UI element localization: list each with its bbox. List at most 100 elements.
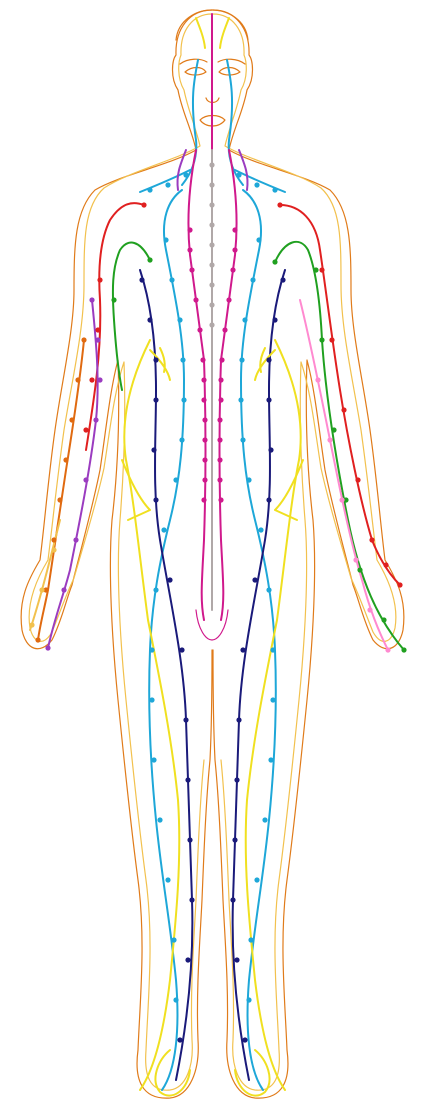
spleen-point [153,497,158,502]
stomach-point [254,877,259,882]
spleen-point [266,397,271,402]
spleen-point [153,397,158,402]
kidney-point [232,227,237,232]
stomach-point [248,937,253,942]
large-intestine-point [63,457,68,462]
kidney-point [217,457,222,462]
lung-point [83,427,88,432]
kidney-point [201,377,206,382]
kidney-point [226,297,231,302]
large-intestine-point [81,337,86,342]
conception-point [209,182,214,187]
triple-burner-point [95,337,100,342]
pericardium-point [319,337,324,342]
bladder-point [385,647,390,652]
spleen-point [234,777,239,782]
spleen-point [242,1037,247,1042]
large-intestine-point [57,497,62,502]
kidney-point [201,397,206,402]
large-intestine-point [51,537,56,542]
heart-right [280,205,400,585]
kidney-point [218,377,223,382]
conception-point [209,282,214,287]
kidney-point [189,267,194,272]
large-intestine-point [75,377,80,382]
small-intestine-left [30,520,60,630]
spleen-point [240,647,245,652]
stomach-point [236,172,241,177]
kidney-point [230,267,235,272]
spleen-point [272,317,277,322]
heart-point [277,202,282,207]
spleen-point [151,447,156,452]
spleen-point [185,777,190,782]
stomach-point [153,587,158,592]
conception-point [209,202,214,207]
gallbladder-hip-left [122,460,150,520]
stomach-point [242,317,247,322]
spleen-point [266,497,271,502]
stomach-point [270,697,275,702]
conception-point [209,222,214,227]
stomach-chest-branch-left [140,170,190,192]
bladder-right [300,300,388,650]
conception-point [209,242,214,247]
stomach-right [241,190,276,1090]
pericardium-left [113,243,150,390]
bladder-point [353,557,358,562]
stomach-point [149,697,154,702]
kidney-point [193,297,198,302]
kidney-point [202,457,207,462]
kidney-right [220,150,237,620]
triple-burner-left [48,300,98,648]
heart-point [397,582,402,587]
pericardium-point [313,267,318,272]
meridian-lines [30,14,404,1096]
left-brow [180,59,207,64]
small-intestine-point [51,547,56,552]
gb-head-right [220,18,229,48]
foot-left [155,1050,190,1096]
pericardium-point [381,617,386,622]
kidney-point [218,397,223,402]
kidney-point [197,327,202,332]
kidney-point [232,247,237,252]
stomach-point [157,817,162,822]
stomach-point [149,647,154,652]
triple-burner-point [45,645,50,650]
large-intestine-left [38,340,84,640]
large-intestine-point [69,417,74,422]
stomach-point [181,397,186,402]
kidney-point [217,437,222,442]
stomach-point [165,182,170,187]
stomach-point [239,357,244,362]
stomach-point [173,997,178,1002]
stomach-point [266,587,271,592]
kidney-point [200,357,205,362]
stomach-point [169,277,174,282]
stomach-point [246,997,251,1002]
triple-burner-point [97,377,102,382]
spleen-point [268,447,273,452]
stomach-point [179,437,184,442]
stomach-point [161,527,166,532]
gallbladder-left [124,340,179,1090]
stomach-point [238,397,243,402]
lung-point [89,377,94,382]
stomach-point [270,647,275,652]
stomach-face-right [227,60,243,185]
stomach-point [246,477,251,482]
kidney-left [188,150,205,620]
conception-point [209,322,214,327]
conception-point [209,162,214,167]
stomach-point [173,477,178,482]
spleen-point [280,277,285,282]
spleen-point [187,837,192,842]
stomach-point [268,757,273,762]
stomach-point [254,182,259,187]
stomach-point [177,317,182,322]
spleen-point [139,277,144,282]
kidney-point [217,477,222,482]
